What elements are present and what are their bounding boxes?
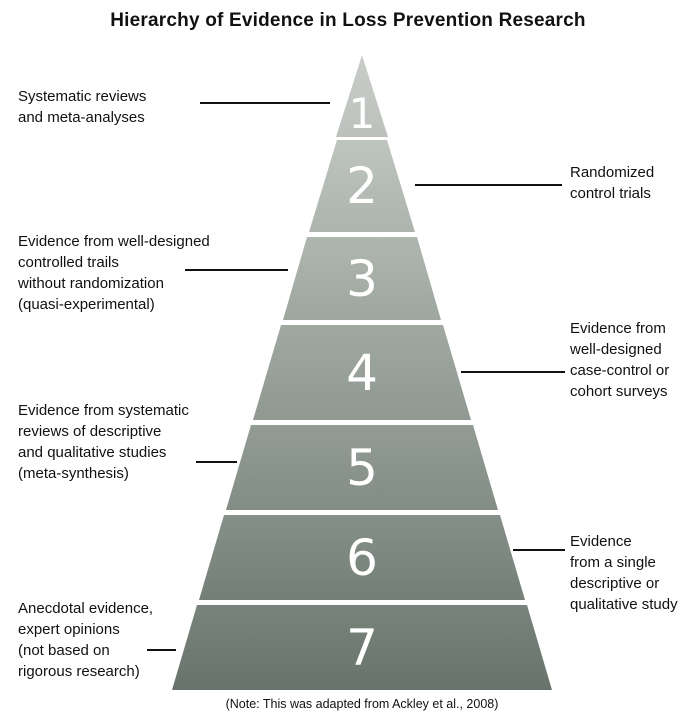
- level-6-label: Evidence from a single descriptive or qu…: [570, 533, 678, 613]
- pyramid-segment-3: 3: [283, 237, 441, 320]
- page-title: Hierarchy of Evidence in Loss Prevention…: [110, 10, 586, 31]
- level-4-connector-line: [461, 371, 565, 373]
- level-2-number: 2: [346, 157, 378, 215]
- level-4-number: 4: [346, 343, 378, 402]
- level-7-number: 7: [346, 618, 378, 677]
- level-4-label: Evidence from well-designed case-control…: [570, 320, 670, 400]
- level-7-connector-line: [147, 649, 176, 651]
- level-3-number: 3: [346, 249, 378, 308]
- pyramid-segment-4: 4: [253, 325, 471, 420]
- level-6-number: 6: [346, 528, 378, 587]
- pyramid-segment-1: 1: [336, 55, 388, 137]
- level-5-label: Evidence from systematic reviews of desc…: [18, 402, 189, 482]
- level-2-connector-line: [415, 184, 562, 186]
- level-2-label: Randomized control trials: [570, 164, 655, 202]
- pyramid-segment-6: 6: [199, 515, 525, 600]
- level-3-connector-line: [185, 269, 288, 271]
- source-note: (Note: This was adapted from Ackley et a…: [225, 697, 499, 711]
- level-7-label: Anecdotal evidence, expert opinions (not…: [18, 600, 154, 680]
- level-1-label: Systematic reviews and meta-analyses: [18, 88, 147, 126]
- pyramid-segment-7: 7: [172, 605, 552, 690]
- pyramid-segment-2: 2: [309, 140, 415, 232]
- level-5-connector-line: [196, 461, 237, 463]
- level-1-number: 1: [348, 89, 376, 138]
- pyramid-segment-5: 5: [226, 425, 498, 510]
- level-1-connector-line: [200, 102, 330, 104]
- level-3-label: Evidence from well-designed controlled t…: [18, 233, 210, 313]
- level-6-connector-line: [513, 549, 565, 551]
- level-5-number: 5: [346, 438, 378, 497]
